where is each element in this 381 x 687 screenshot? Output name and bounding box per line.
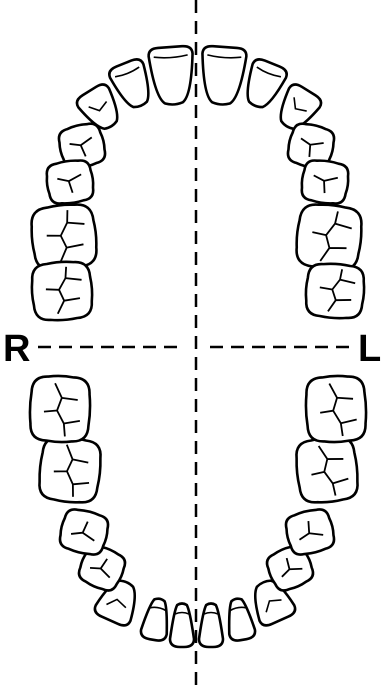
- lower-left-first-molar-tooth: [295, 436, 359, 504]
- right-side-label: R: [3, 328, 31, 370]
- upper-left-canine-tooth: [279, 83, 323, 131]
- upper-right-first-premolar-tooth: [57, 122, 107, 170]
- upper-left-second-premolar-tooth: [300, 159, 350, 205]
- lower-left-central-incisor-tooth: [197, 602, 225, 649]
- upper-right-second-premolar-tooth: [45, 159, 95, 205]
- lower-right-lateral-incisor-tooth: [139, 597, 169, 642]
- upper-right-first-molar-tooth: [30, 203, 98, 271]
- lower-left-lateral-incisor-tooth: [227, 597, 257, 642]
- upper-left-central-incisor-tooth: [201, 44, 248, 106]
- upper-left-lateral-incisor-tooth: [246, 58, 288, 109]
- upper-right-central-incisor-tooth: [147, 44, 194, 106]
- lower-right-second-premolar-tooth: [58, 508, 110, 556]
- left-side-label: L: [358, 328, 381, 370]
- quadrant-guides: [38, 0, 356, 687]
- upper-right-canine-tooth: [75, 83, 119, 131]
- upper-right-lateral-incisor-tooth: [108, 58, 150, 109]
- upper-arch: [30, 44, 366, 322]
- lower-right-first-molar-tooth: [38, 436, 102, 504]
- lower-arch: [28, 374, 368, 649]
- lower-right-first-premolar-tooth: [77, 544, 127, 592]
- lower-right-second-molar-tooth: [28, 374, 92, 444]
- upper-right-second-molar-tooth: [30, 260, 94, 322]
- lower-left-second-premolar-tooth: [284, 508, 336, 556]
- lower-left-second-molar-tooth: [304, 374, 368, 444]
- upper-left-second-molar-tooth: [304, 262, 366, 320]
- lower-right-central-incisor-tooth: [168, 602, 196, 649]
- upper-left-first-molar-tooth: [295, 203, 363, 271]
